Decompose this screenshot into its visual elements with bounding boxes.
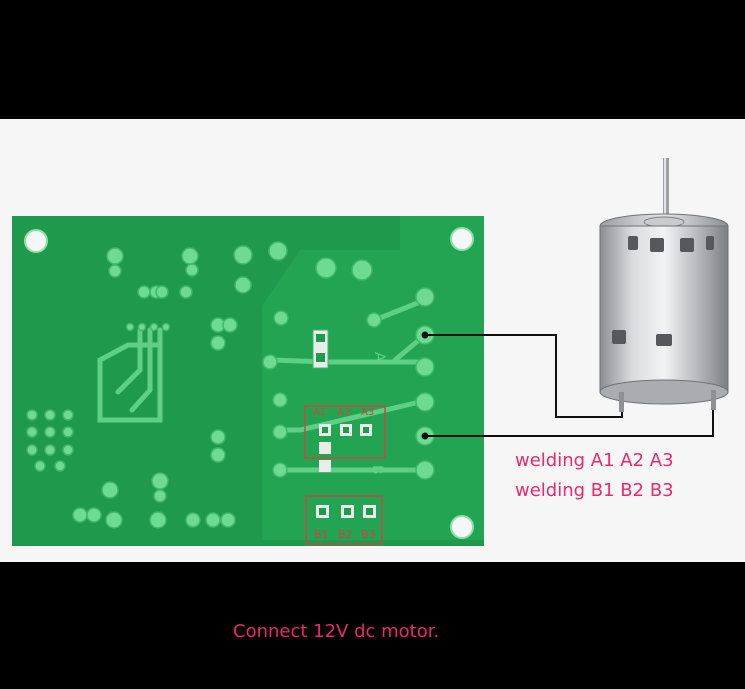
connect-motor-caption: Connect 12V dc motor. [233,621,440,642]
welding-b-caption: welding B1 B2 B3 [515,480,674,501]
silk-label-b: B [369,465,385,475]
dc-motor [599,158,729,412]
silk-pad-b1: B1 [314,528,329,541]
silk-label-a: A [371,352,387,362]
silk-pad-b2: B2 [338,528,353,541]
pcb-board: A1 A2 A3 B1 B2 B3 A B [12,216,484,546]
silk-pad-a2: A2 [337,407,350,418]
welding-a-caption: welding A1 A2 A3 [515,450,674,471]
silk-pad-a1: A1 [313,407,326,418]
motor-wires [425,334,714,437]
silk-pad-a3: A3 [361,407,374,418]
silk-pad-b3: B3 [361,528,376,541]
